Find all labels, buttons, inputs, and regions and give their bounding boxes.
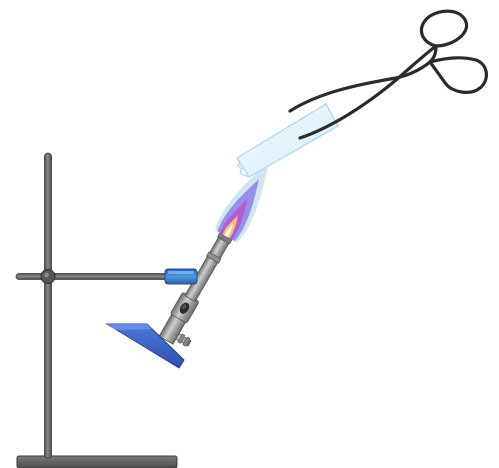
test-strip-body: [236, 103, 339, 178]
flame: [214, 161, 269, 243]
tongs-loop-top: [419, 9, 469, 64]
boss-head-highlight: [44, 272, 49, 278]
clamp-arm: [15, 273, 169, 280]
tongs: [288, 9, 488, 140]
tongs-upper-jaw: [288, 60, 432, 113]
burner-clamp: [164, 268, 198, 285]
burner-barrel: [184, 234, 231, 303]
tongs-loop-bottom: [428, 56, 488, 94]
retort-stand: [15, 152, 178, 468]
stand-base: [16, 455, 178, 468]
test-strip: [236, 103, 339, 178]
test-strip-rough-edge: [236, 157, 250, 178]
tongs-lower-jaw: [298, 44, 438, 140]
barrel-ring: [205, 251, 222, 264]
stand-rod: [44, 152, 52, 459]
bunsen-burner: [158, 161, 269, 347]
